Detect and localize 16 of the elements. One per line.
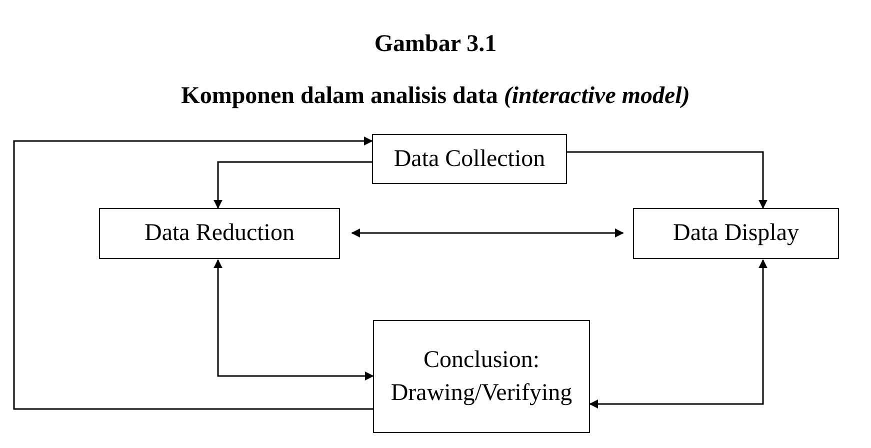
process-box <box>373 320 590 433</box>
figure-title: Gambar 3.1 <box>373 30 498 59</box>
box-label: Conclusion: Drawing/Verifying <box>390 346 574 408</box>
process-box <box>633 208 839 259</box>
arrow <box>351 228 624 238</box>
box-label: Data Display <box>673 219 799 248</box>
process-box <box>372 134 567 184</box>
arrow <box>214 161 372 209</box>
process-box <box>99 208 340 259</box>
arrow <box>589 259 768 408</box>
box-label: Data Collection <box>394 144 546 174</box>
arrow <box>214 259 374 380</box>
arrow <box>567 151 768 209</box>
figure-caption: Komponen dalam analisis data (interactive model) <box>181 82 690 111</box>
box-label: Data Reduction <box>144 219 294 248</box>
arrow <box>13 136 373 410</box>
